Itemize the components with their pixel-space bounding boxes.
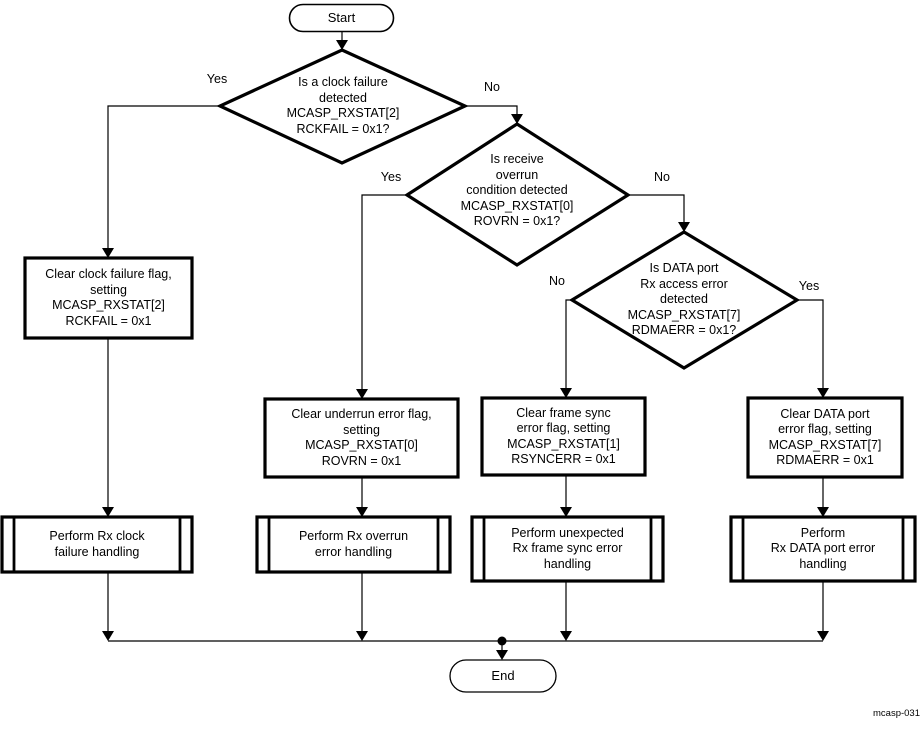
subroutine-1-label: Perform Rx clock failure handling — [49, 529, 145, 559]
decision-2-shape — [404, 122, 631, 267]
connector-line — [361, 194, 407, 390]
decision-2-no-label: No — [654, 170, 670, 184]
decision-2-label: Is receive overrun condition detected MC… — [460, 152, 574, 229]
arrowhead-icon — [102, 248, 114, 258]
arrowhead-icon — [560, 631, 572, 641]
process-4-label: Clear DATA port error flag, setting MCAS… — [768, 406, 882, 468]
decision-1-shape — [216, 48, 469, 165]
arrowhead-icon — [560, 507, 572, 517]
junction-dot — [497, 636, 507, 646]
start-label: Start — [327, 10, 356, 26]
decision-3-label: Is DATA port Rx access error detected MC… — [627, 261, 741, 338]
connector-line — [465, 105, 518, 115]
figure-id-label: mcasp-031 — [873, 708, 920, 719]
arrowhead-icon — [817, 507, 829, 517]
subroutine-shapes — [0, 515, 917, 583]
arrowhead-icon — [102, 631, 114, 641]
subroutine-2-shape — [255, 515, 452, 574]
subroutine-1-shape — [0, 515, 194, 574]
connector-line — [565, 299, 572, 389]
subroutine-4-shape — [729, 515, 917, 583]
arrowhead-icon — [511, 114, 523, 124]
end-label: End — [491, 668, 515, 684]
arrowhead-icon — [678, 222, 690, 232]
connector-line — [797, 299, 824, 389]
connector-line — [107, 105, 220, 249]
process-3-shape — [480, 396, 647, 477]
end-terminator-shape — [449, 659, 557, 693]
decision-2-yes-label: Yes — [380, 170, 402, 184]
process-2-label: Clear underrun error flag, setting MCASP… — [291, 407, 432, 468]
subroutine-2-label: Perform Rx overrun error handling — [298, 529, 409, 559]
arrowhead-icon — [817, 631, 829, 641]
subroutine-3-shape — [470, 515, 665, 583]
decision-3-no-label: No — [549, 274, 565, 288]
start-terminator-shape — [288, 3, 395, 33]
arrowhead-icon — [356, 631, 368, 641]
subroutine-3-label: Perform unexpected Rx frame sync error h… — [511, 525, 624, 571]
process-1-label: Clear clock failure flag, setting MCASP_… — [45, 267, 172, 328]
connector-line — [628, 194, 685, 223]
subroutine-4-label: Perform Rx DATA port error handling — [770, 525, 876, 571]
decision-3-yes-label: Yes — [798, 279, 820, 293]
arrowhead-icon — [496, 650, 508, 660]
process-1-shape — [23, 256, 194, 340]
arrowhead-icon — [356, 389, 368, 399]
decision-1-label: Is a clock failure detected MCASP_RXSTAT… — [286, 75, 400, 136]
arrowhead-icon — [356, 507, 368, 517]
process-2-shape — [263, 397, 460, 479]
process-3-label: Clear frame sync error flag, setting MCA… — [507, 405, 620, 467]
arrowhead-icon — [817, 388, 829, 398]
decision-1-yes-label: Yes — [206, 72, 228, 86]
process-4-shape — [746, 396, 904, 479]
decision-3-shape — [568, 230, 801, 370]
arrowhead-icon — [560, 388, 572, 398]
arrowhead-icon — [336, 40, 348, 50]
arrowheads — [102, 40, 829, 660]
arrowhead-icon — [102, 507, 114, 517]
decision-1-no-label: No — [484, 80, 500, 94]
